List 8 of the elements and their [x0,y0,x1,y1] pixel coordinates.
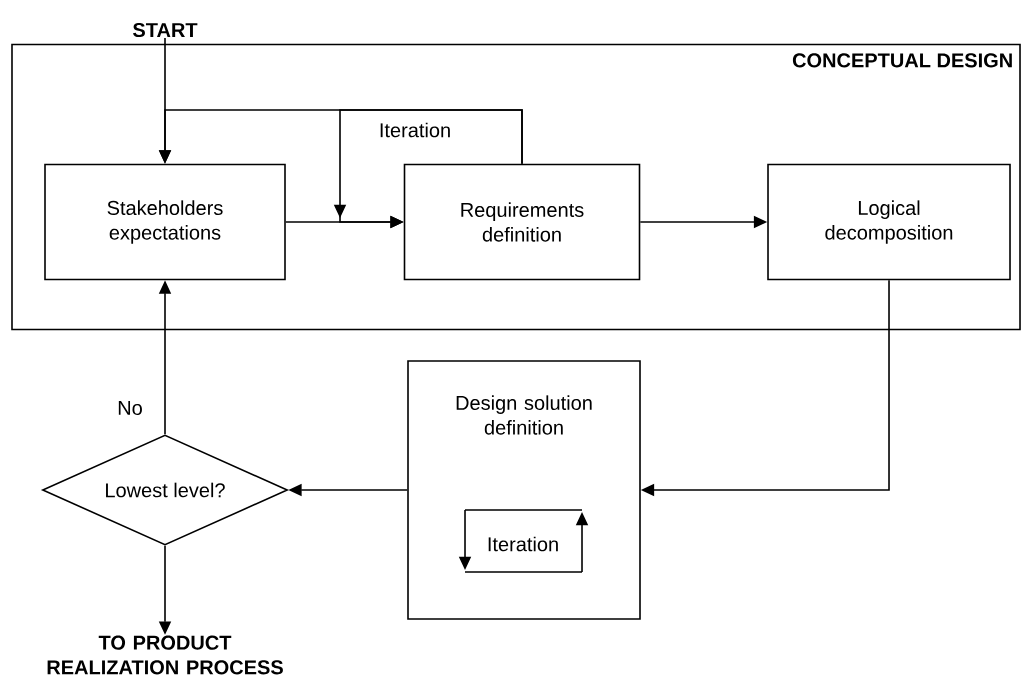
process-box: Logical decomposition [767,163,1011,281]
flow-label: START [133,22,198,38]
edge-label: Iteration [376,120,454,140]
process-box: Design solution definition Iteration [407,360,641,620]
process-box: Requirements definition [403,163,641,281]
edge-label: No [114,398,146,418]
flow-label: TO PRODUCT REALIZATION PROCESS [47,635,283,675]
process-box: Stakeholders expectations [44,163,286,281]
